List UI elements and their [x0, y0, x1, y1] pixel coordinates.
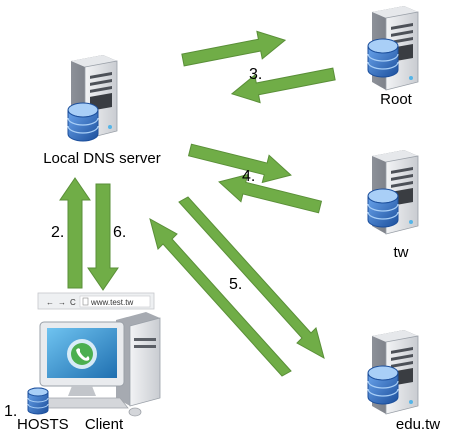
step-4-label: 4.	[242, 168, 255, 185]
step-2-label: 2.	[51, 224, 64, 241]
local-dns-server	[67, 54, 118, 142]
local-dns-db-icon	[67, 102, 99, 142]
step-3-label: 3.	[249, 66, 262, 83]
reload-icon: C	[70, 298, 76, 307]
client-computer	[29, 312, 161, 417]
page-icon	[82, 297, 89, 306]
browser-url: www.test.tw	[90, 298, 133, 307]
client-label: Client	[85, 416, 124, 433]
back-icon: ←	[46, 298, 54, 307]
step-5-label: 5.	[229, 276, 242, 293]
forward-icon: →	[58, 298, 66, 307]
root-db-icon	[367, 38, 399, 78]
arrow-step5-reply	[149, 217, 292, 377]
edu-tw-server	[367, 329, 419, 415]
hosts-label: HOSTS	[17, 416, 69, 433]
arrow-step3-query	[179, 25, 289, 75]
step-6-label: 6.	[113, 224, 126, 241]
arrow-step6-down	[87, 183, 119, 291]
arrow-step3-reply	[228, 59, 338, 109]
tw-label: tw	[394, 244, 409, 261]
tw-db-icon	[367, 188, 399, 228]
browser-address-bar: ← → C www.test.tw	[37, 292, 155, 310]
edu-tw-db-icon	[367, 365, 399, 405]
edu-tw-label: edu.tw	[396, 416, 440, 433]
arrow-step5-query	[178, 196, 325, 360]
arrow-step2-up	[59, 177, 91, 289]
tw-server	[367, 149, 419, 235]
hosts-db	[27, 387, 49, 415]
local-dns-label: Local DNS server	[43, 150, 161, 167]
root-server	[367, 5, 419, 91]
step-1-label: 1.	[4, 403, 17, 420]
root-label: Root	[380, 91, 413, 108]
